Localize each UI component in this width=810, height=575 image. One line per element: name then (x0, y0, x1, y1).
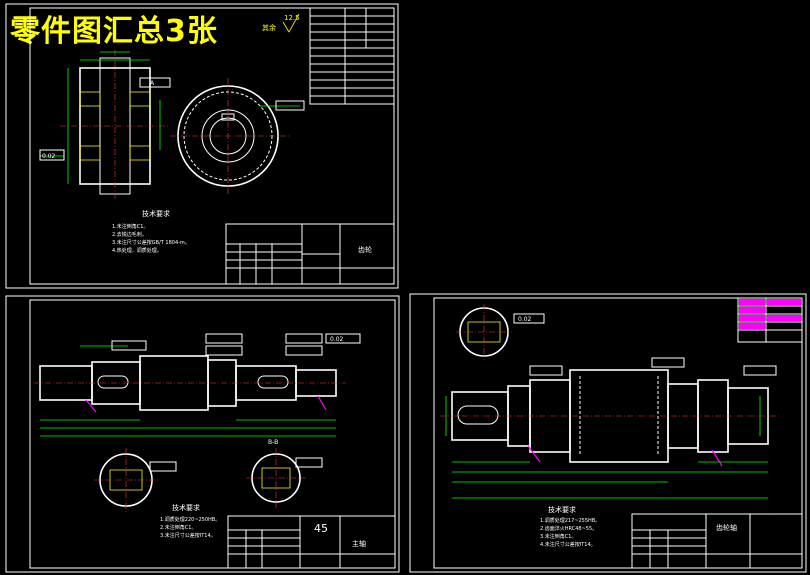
sheet-3: 0.02 (409, 293, 807, 573)
sheet-2-tech-requirements: 技术要求 1.调质处理220~250HB。 2.未注倒角C1。 3.未注尺寸公差… (160, 503, 220, 539)
svg-text:0.02: 0.02 (330, 336, 344, 343)
shaft-section-views: B-B (94, 439, 323, 512)
svg-text:技术要求: 技术要求 (172, 503, 200, 512)
sheet-1-inner-frame (29, 7, 395, 285)
svg-text:2.齿面淬火HRC48~55。: 2.齿面淬火HRC48~55。 (540, 525, 597, 532)
svg-text:B-B: B-B (268, 439, 278, 446)
main-shaft-profile: 0.02 (34, 333, 361, 437)
svg-text:4.热处理，调质处理。: 4.热处理，调质处理。 (112, 247, 162, 254)
svg-text:2.未注倒角C1。: 2.未注倒角C1。 (160, 524, 196, 531)
svg-text:技术要求: 技术要求 (142, 209, 170, 218)
svg-text:0.02: 0.02 (518, 316, 532, 323)
sheet-1-outer-border (5, 3, 399, 289)
svg-text:3.未注尺寸公差按GB/T 1804-m。: 3.未注尺寸公差按GB/T 1804-m。 (112, 239, 190, 246)
gear-parameter-table (309, 7, 395, 105)
svg-text:1.未注倒角C1。: 1.未注倒角C1。 (112, 223, 148, 230)
gear-shaft-profile (440, 357, 780, 499)
gear-section-view: 0.02 A (39, 50, 171, 200)
svg-text:1.调质处理220~250HB。: 1.调质处理220~250HB。 (160, 516, 220, 523)
svg-text:2.去锐边毛刺。: 2.去锐边毛刺。 (112, 231, 147, 238)
sheet-3-tech-requirements: 技术要求 1.调质处理217~255HB。 2.齿面淬火HRC48~55。 3.… (540, 505, 600, 548)
svg-text:45: 45 (314, 522, 328, 535)
svg-text:其余: 其余 (262, 23, 276, 32)
sheet-3-title-block: 齿轮轴 (631, 513, 803, 569)
svg-text:技术要求: 技术要求 (548, 505, 576, 514)
sheet-1-title-block: 齿轮 (225, 223, 395, 285)
svg-text:3.未注尺寸公差按IT14。: 3.未注尺寸公差按IT14。 (160, 532, 216, 539)
sheet-2-inner-frame (29, 299, 396, 569)
sheet-2-outer-border (5, 295, 400, 573)
sheet-2: 0.02 B-B 技术要求 1.调质处理220~250HB。 2.未 (5, 295, 400, 573)
svg-text:主轴: 主轴 (352, 539, 366, 548)
svg-text:3.未注倒角C1。: 3.未注倒角C1。 (540, 533, 576, 540)
sheet-3-inner-frame (433, 297, 803, 569)
svg-text:齿轮轴: 齿轮轴 (716, 523, 737, 532)
sheet-1-tech-requirements: 技术要求 1.未注倒角C1。 2.去锐边毛刺。 3.未注尺寸公差按GB/T 18… (112, 209, 190, 254)
roughness-symbol: 12.5 其余 (262, 13, 300, 33)
svg-text:12.5: 12.5 (284, 14, 300, 22)
sheet-1: 12.5 其余 (5, 3, 399, 289)
gear-shaft-parameter-table (737, 297, 803, 343)
sheet-3-outer-border (409, 293, 807, 573)
svg-text:4.未注尺寸公差按IT14。: 4.未注尺寸公差按IT14。 (540, 541, 596, 548)
gear-front-view (170, 78, 305, 194)
sheet-2-title-block: 45 主轴 (227, 515, 396, 569)
svg-text:0.02: 0.02 (42, 153, 56, 160)
summary-title: 零件图汇总3张 (10, 14, 218, 49)
svg-text:A: A (150, 80, 155, 87)
gear-shaft-section: 0.02 (456, 304, 545, 360)
svg-text:1.调质处理217~255HB。: 1.调质处理217~255HB。 (540, 517, 600, 524)
svg-text:齿轮: 齿轮 (358, 245, 372, 254)
